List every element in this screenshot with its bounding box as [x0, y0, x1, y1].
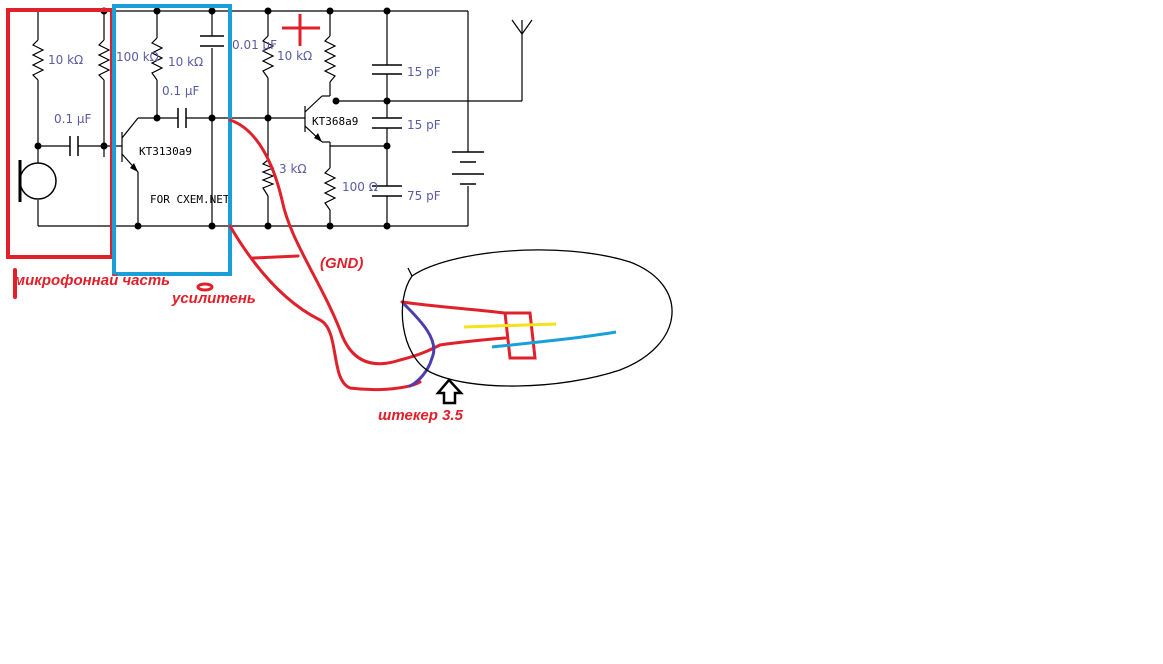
label-r5: 10 kΩ [277, 49, 312, 63]
mic-section-label: микрофоннай часть [14, 272, 170, 289]
microphone-icon [18, 160, 57, 202]
red-wires [13, 118, 537, 392]
resistor-r2 [97, 39, 111, 81]
blue-wire [403, 303, 436, 388]
label-r6: 3 kΩ [279, 162, 307, 176]
label-c3: 0.01 µF [232, 38, 277, 52]
capacitor-symbols [69, 35, 402, 197]
yellow-wire [463, 322, 557, 329]
cyan-wire [491, 330, 617, 349]
label-r1: 10 kΩ [48, 53, 83, 67]
label-c4: 15 pF [407, 65, 441, 79]
battery-icon [452, 151, 484, 185]
plug-label: штекер 3.5 [378, 407, 464, 424]
resistor-r7 [323, 167, 337, 211]
up-arrow-icon [435, 378, 464, 405]
plug-outline [401, 249, 673, 387]
label-q1: KT3130a9 [139, 145, 192, 158]
resistor-r3 [150, 37, 164, 81]
plus-mark-icon [282, 14, 320, 46]
label-c1: 0.1 µF [54, 112, 92, 126]
antenna-icon [511, 19, 533, 35]
label-q2: KT368a9 [312, 115, 358, 128]
resistor-r6 [261, 159, 275, 197]
label-c6: 75 pF [407, 189, 441, 203]
label-c5: 15 pF [407, 118, 441, 132]
resistor-r1 [31, 39, 45, 81]
label-r3: 100 kΩ [116, 50, 159, 64]
label-c2: 0.1 µF [162, 84, 200, 98]
label-r7: 100 Ω [342, 180, 378, 194]
label-r4: 10 kΩ [168, 55, 203, 69]
resistor-r4a [261, 35, 275, 79]
junction-dots [34, 7, 391, 230]
transistor-arrows [130, 133, 322, 172]
resistor-symbols [31, 35, 337, 211]
amp-dot-icon [196, 282, 214, 292]
mic-section-box [6, 8, 114, 259]
resistor-r5 [323, 35, 337, 83]
gnd-label: (GND) [320, 255, 363, 272]
amp-section-box [112, 4, 232, 276]
watermark: FOR CXEM.NET [150, 193, 230, 206]
amp-section-label: усилитень [171, 290, 256, 307]
